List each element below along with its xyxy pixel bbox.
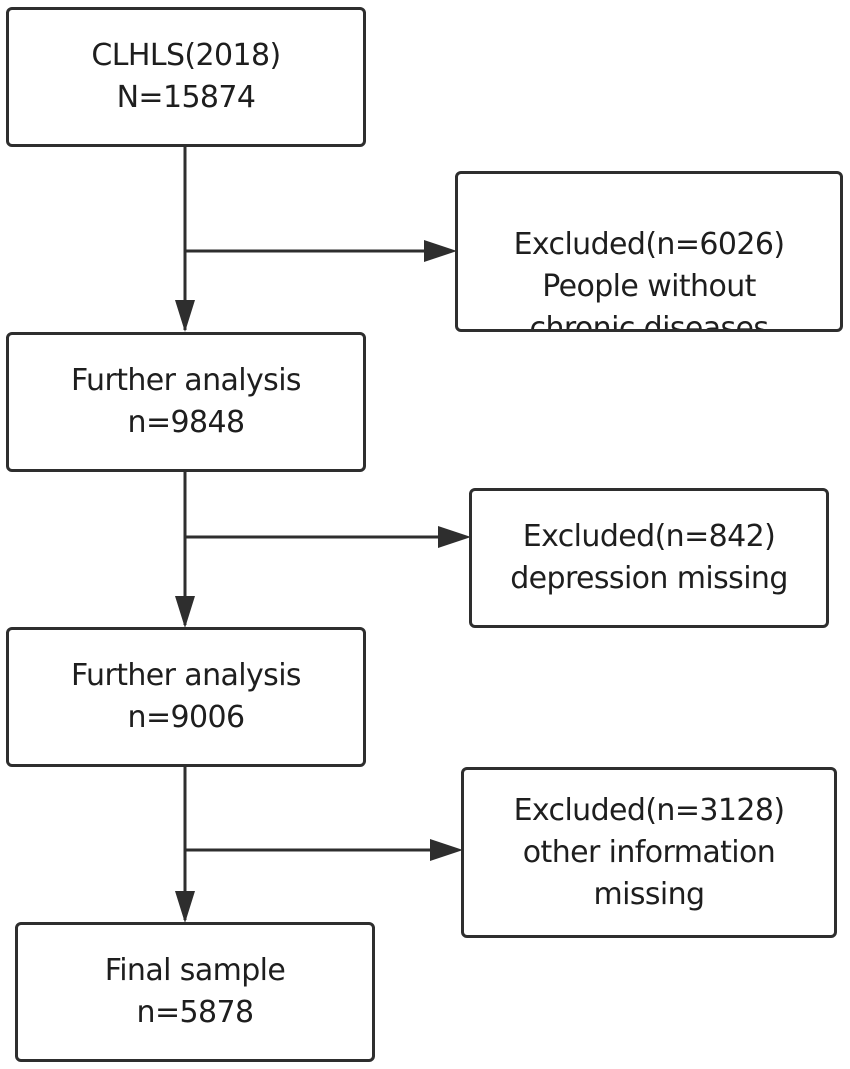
- arrowhead-branch-excluded-3: [430, 839, 463, 861]
- arrowhead-branch-excluded-2: [438, 526, 471, 548]
- box-further-analysis-2-line-1: Further analysis: [71, 658, 302, 693]
- box-excluded-3: Excluded(n=3128) other information missi…: [461, 767, 837, 938]
- box-excluded-3-line-1: Excluded(n=3128): [513, 792, 785, 828]
- box-excluded-3-line-3: missing: [593, 876, 705, 912]
- box-further-analysis-1: Further analysis n=9848: [6, 332, 366, 472]
- box-further-analysis-2: Further analysis n=9006: [6, 627, 366, 767]
- box-further-analysis-1-line-1: Further analysis: [71, 363, 302, 398]
- box-excluded-2: Excluded(n=842) depression missing: [469, 488, 829, 628]
- box-excluded-1-line-3: chronic diseases: [529, 311, 769, 332]
- box-excluded-1-line-2: People without: [542, 269, 756, 304]
- box-start-line-1: CLHLS(2018): [91, 38, 281, 73]
- box-excluded-2-line-1: Excluded(n=842): [522, 519, 776, 554]
- box-start: CLHLS(2018) N=15874: [6, 7, 366, 147]
- box-excluded-3-line-2: other information: [522, 834, 776, 870]
- box-excluded-2-line-2: depression missing: [510, 561, 788, 596]
- box-final-sample: Final sample n=5878: [15, 922, 375, 1062]
- box-start-line-2: N=15874: [116, 80, 256, 115]
- box-final-sample-line-2: n=5878: [136, 995, 255, 1030]
- arrowhead-start-to-analysis-1: [175, 300, 195, 332]
- arrowhead-analysis-2-to-final: [175, 891, 195, 923]
- box-final-sample-line-1: Final sample: [104, 953, 286, 988]
- box-further-analysis-2-line-2: n=9006: [127, 700, 246, 735]
- arrowhead-branch-excluded-1: [424, 240, 457, 262]
- box-excluded-1: Excluded(n=6026) People without chronic …: [455, 171, 843, 332]
- arrowhead-analysis-1-to-analysis-2: [175, 596, 195, 628]
- box-excluded-1-line-1: Excluded(n=6026): [513, 227, 785, 262]
- box-further-analysis-1-line-2: n=9848: [127, 405, 246, 440]
